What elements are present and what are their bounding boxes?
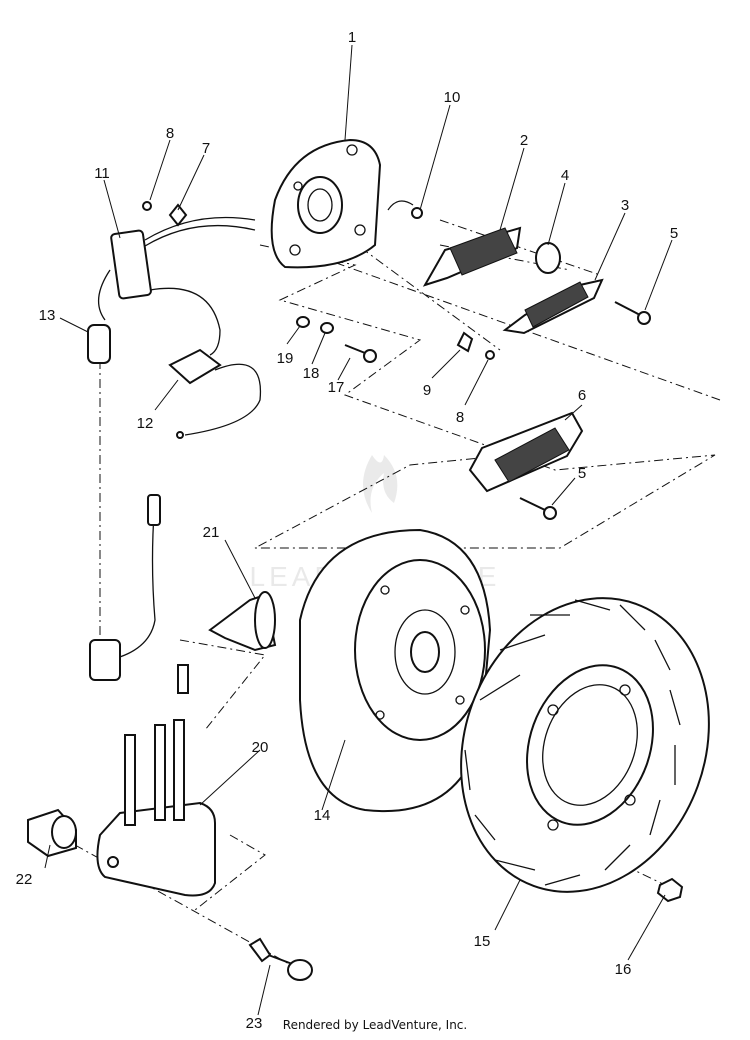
exciter-coil xyxy=(502,278,604,335)
screw-lower xyxy=(519,497,557,520)
callout-21: 21 xyxy=(203,524,220,541)
callout-4: 4 xyxy=(561,167,569,184)
callout-22: 22 xyxy=(16,871,33,888)
callout-1: 1 xyxy=(348,29,356,46)
callout-5-lower: 5 xyxy=(578,465,586,482)
callout-5-upper: 5 xyxy=(670,225,678,242)
retainer-clip xyxy=(387,200,414,211)
callout-18: 18 xyxy=(303,365,320,382)
callout-16: 16 xyxy=(615,961,632,978)
plate-screw xyxy=(411,207,423,219)
callout-11: 11 xyxy=(94,165,110,182)
leader-lines xyxy=(44,44,673,1016)
lead-clamp xyxy=(456,331,474,353)
lighting-coil xyxy=(468,411,584,493)
lock-washer xyxy=(320,322,334,334)
wiring-harness xyxy=(98,216,256,356)
callout-20: 20 xyxy=(252,739,269,756)
callout-15: 15 xyxy=(474,933,491,950)
callout-14: 14 xyxy=(314,807,331,824)
callout-19: 19 xyxy=(277,350,294,367)
callout-3: 3 xyxy=(621,197,629,214)
clamp-screw xyxy=(142,201,152,211)
ignition-coil xyxy=(96,719,216,897)
stator-plate xyxy=(270,138,382,269)
flat-washer xyxy=(296,316,310,328)
callout-7: 7 xyxy=(202,140,210,157)
callout-12: 12 xyxy=(137,415,154,432)
spacer xyxy=(535,242,561,274)
rubber-cap xyxy=(27,808,77,858)
callout-23: 23 xyxy=(246,1015,263,1032)
plate-screw-17 xyxy=(344,344,377,363)
callout-13: 13 xyxy=(39,307,56,324)
coil-mounting-bolt xyxy=(248,937,313,981)
callout-10: 10 xyxy=(444,89,461,106)
charging-coil xyxy=(422,226,522,287)
plug-connector xyxy=(87,324,111,364)
callout-17: 17 xyxy=(328,379,345,396)
fan-bolt xyxy=(656,877,684,903)
connector-block xyxy=(168,348,262,439)
callout-labels: 1 2 3 4 5 5 6 7 8 8 9 10 11 12 13 14 15 … xyxy=(16,29,679,1032)
ignition-connector xyxy=(89,639,121,681)
lead-clamp-screw xyxy=(485,350,495,360)
spark-plug-cap xyxy=(177,591,277,694)
wire-clamp xyxy=(168,203,188,227)
callout-9: 9 xyxy=(423,382,431,399)
callout-2: 2 xyxy=(520,132,528,149)
screw-upper xyxy=(614,301,651,325)
callout-8-lower: 8 xyxy=(456,409,464,426)
ignition-lead-wire xyxy=(109,499,156,661)
ignition-lead-terminal xyxy=(147,494,161,526)
callout-8-upper: 8 xyxy=(166,125,174,142)
flywheel xyxy=(299,528,492,813)
cooling-fan xyxy=(460,597,710,893)
callout-6: 6 xyxy=(578,387,586,404)
footer-credit: Rendered by LeadVenture, Inc. xyxy=(282,1018,468,1032)
